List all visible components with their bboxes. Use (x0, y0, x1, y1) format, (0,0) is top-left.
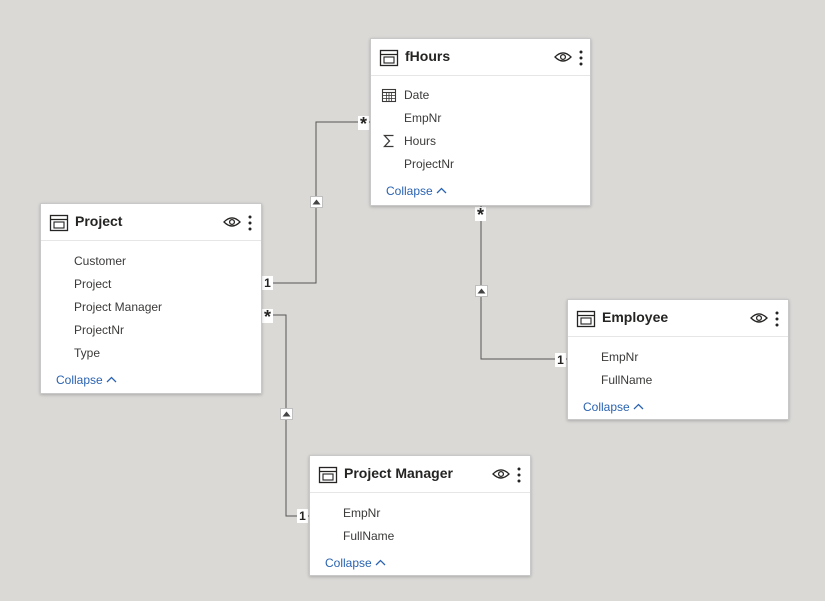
field-project[interactable]: Project (74, 277, 112, 291)
sigma-icon (383, 134, 394, 148)
field-projectnr[interactable]: ProjectNr (74, 323, 125, 337)
table-card-header[interactable]: fHours (371, 39, 590, 76)
table-card-project-manager[interactable]: Project Manager EmpNr FullName Collapse (309, 455, 531, 576)
more-options-icon[interactable] (246, 214, 254, 232)
collapse-link[interactable]: Collapse (325, 556, 386, 570)
table-icon (576, 310, 596, 328)
chevron-up-icon (633, 403, 644, 410)
field-customer[interactable]: Customer (74, 254, 127, 268)
cardinality-one-marker: 1 (297, 509, 308, 523)
field-hours[interactable]: Hours (404, 134, 437, 148)
cardinality-one-marker: 1 (555, 353, 566, 367)
field-empnr[interactable]: EmpNr (601, 350, 639, 364)
cardinality-many-marker: * (262, 307, 273, 327)
filter-direction-arrow-icon[interactable] (280, 408, 293, 420)
chevron-up-icon (436, 187, 447, 194)
more-options-icon[interactable] (577, 49, 585, 67)
table-card-header[interactable]: Employee (568, 300, 788, 337)
chevron-up-icon (375, 559, 386, 566)
field-project-manager[interactable]: Project Manager (74, 300, 163, 314)
cardinality-many-marker: * (358, 114, 369, 134)
field-empnr[interactable]: EmpNr (343, 506, 381, 520)
relationship-line-fhours-employee[interactable] (480, 206, 567, 360)
eye-icon[interactable] (554, 50, 572, 64)
collapse-link[interactable]: Collapse (56, 373, 117, 387)
collapse-link[interactable]: Collapse (386, 184, 447, 198)
table-card-header[interactable]: Project (41, 204, 261, 241)
cardinality-one-marker: 1 (262, 276, 273, 290)
more-options-icon[interactable] (515, 466, 523, 484)
table-icon (49, 214, 69, 232)
calendar-icon (381, 88, 397, 103)
table-card-fhours[interactable]: fHours Date EmpNr Hours ProjectNr Collap… (370, 38, 591, 206)
field-date[interactable]: Date (404, 88, 430, 102)
table-title: Project Manager (344, 465, 453, 481)
table-card-employee[interactable]: Employee EmpNr FullName Collapse (567, 299, 789, 420)
filter-direction-arrow-icon[interactable] (475, 285, 488, 297)
more-options-icon[interactable] (773, 310, 781, 328)
field-fullname[interactable]: FullName (601, 373, 653, 387)
table-title: fHours (405, 48, 451, 64)
table-title: Employee (602, 309, 669, 325)
field-fullname[interactable]: FullName (343, 529, 395, 543)
field-type[interactable]: Type (74, 346, 101, 360)
table-icon (318, 466, 338, 484)
table-card-project[interactable]: Project Customer Project Project Manager… (40, 203, 262, 394)
table-card-header[interactable]: Project Manager (310, 456, 530, 493)
eye-icon[interactable] (750, 311, 768, 325)
chevron-up-icon (106, 376, 117, 383)
field-empnr[interactable]: EmpNr (404, 111, 442, 125)
table-icon (379, 49, 399, 67)
field-projectnr[interactable]: ProjectNr (404, 157, 455, 171)
cardinality-many-marker: * (475, 205, 486, 225)
filter-direction-arrow-icon[interactable] (310, 196, 323, 208)
collapse-link[interactable]: Collapse (583, 400, 644, 414)
eye-icon[interactable] (223, 215, 241, 229)
table-title: Project (75, 213, 123, 229)
eye-icon[interactable] (492, 467, 510, 481)
